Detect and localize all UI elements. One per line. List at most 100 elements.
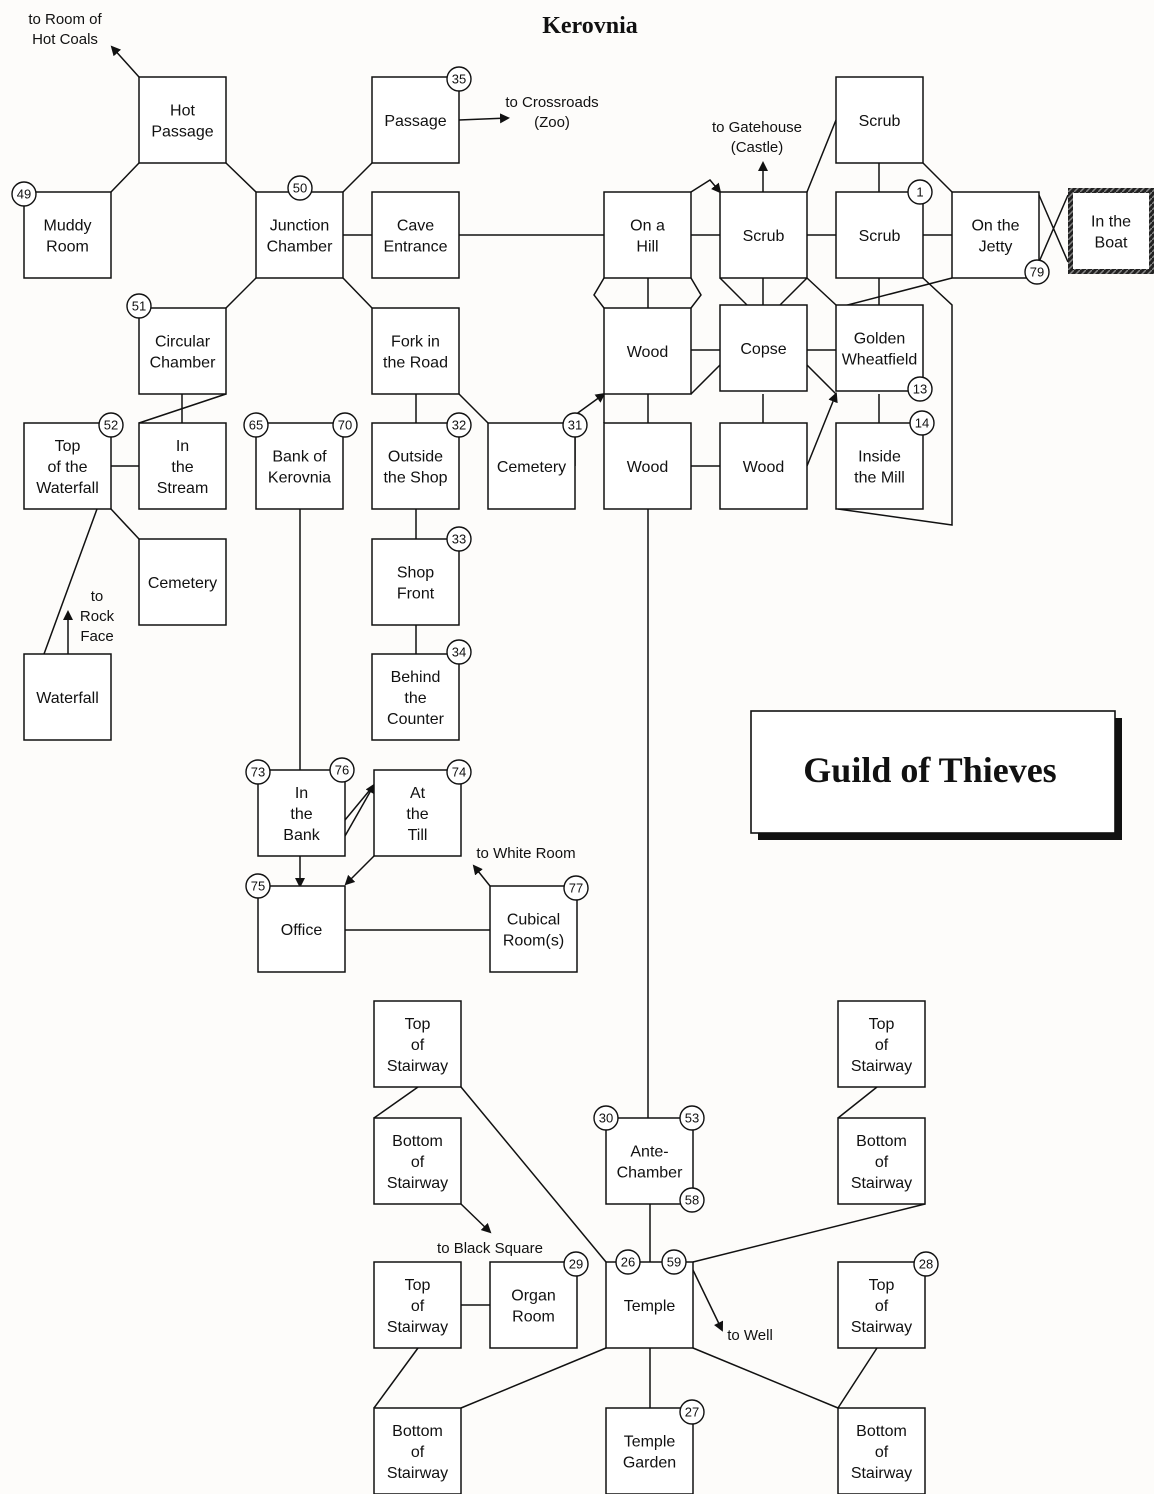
room-label: Front bbox=[397, 586, 435, 603]
room-number-badge: 35 bbox=[446, 66, 472, 92]
room-label: Wood bbox=[627, 459, 669, 476]
room-number-badge: 29 bbox=[563, 1251, 589, 1277]
room-label: Kerovnia bbox=[268, 470, 331, 487]
room-number-badge: 28 bbox=[913, 1251, 939, 1277]
exit-note-text: to Crossroads bbox=[505, 94, 598, 111]
room-label: Bottom bbox=[392, 1423, 443, 1440]
room-number-badge: 34 bbox=[446, 639, 472, 665]
room-label: Top bbox=[55, 438, 81, 455]
svg-text:27: 27 bbox=[685, 1405, 699, 1420]
room-number-badge: 13 bbox=[907, 376, 933, 402]
room-label: Stairway bbox=[851, 1058, 912, 1075]
room-connection bbox=[110, 162, 140, 193]
room-number-badge: 30 bbox=[593, 1105, 619, 1131]
exit-note-text: to bbox=[91, 588, 104, 605]
svg-text:65: 65 bbox=[249, 418, 263, 433]
room-wood-2: Wood bbox=[603, 422, 692, 510]
room-label: Till bbox=[408, 827, 428, 844]
room-label: of bbox=[411, 1444, 425, 1461]
room-number-badge: 49 bbox=[11, 181, 37, 207]
room-label: the Shop bbox=[383, 470, 447, 487]
room-number-badge: 51 bbox=[126, 293, 152, 319]
room-label: Scrub bbox=[859, 228, 901, 245]
map-title: Kerovnia bbox=[542, 13, 638, 39]
room-label: On a bbox=[630, 218, 665, 235]
room-connection bbox=[373, 1347, 419, 1409]
svg-text:32: 32 bbox=[452, 418, 466, 433]
room-number-badge: 1 bbox=[907, 179, 933, 205]
room-number-badge: 65 bbox=[243, 412, 269, 438]
room-wood-3: Wood bbox=[719, 422, 808, 510]
exit-arrow-crossroads bbox=[458, 113, 510, 124]
room-label: Behind bbox=[391, 669, 441, 686]
exit-note-text: (Castle) bbox=[731, 139, 784, 156]
svg-text:75: 75 bbox=[251, 879, 265, 894]
room-number-badge: 75 bbox=[245, 873, 271, 899]
room-label: Garden bbox=[623, 1455, 676, 1472]
room-label: Bank of bbox=[272, 449, 327, 466]
room-connection bbox=[344, 783, 375, 837]
exit-note-black-square: to Black Square bbox=[437, 1240, 543, 1257]
exit-note-text: (Zoo) bbox=[534, 114, 570, 131]
svg-text:34: 34 bbox=[452, 645, 466, 660]
exit-arrow-black-square bbox=[460, 1203, 492, 1234]
room-label: Top bbox=[405, 1016, 431, 1033]
room-connection bbox=[837, 277, 953, 526]
svg-text:31: 31 bbox=[568, 418, 582, 433]
svg-text:49: 49 bbox=[17, 187, 31, 202]
room-label: Stairway bbox=[387, 1319, 448, 1336]
room-number-badge: 26 bbox=[615, 1249, 641, 1275]
room-scrub-2: Scrub bbox=[835, 76, 924, 164]
room-waterfall: Waterfall bbox=[23, 653, 112, 741]
svg-text:35: 35 bbox=[452, 72, 466, 87]
exit-note-text: Rock bbox=[80, 608, 115, 625]
room-label: Bottom bbox=[856, 1423, 907, 1440]
svg-text:73: 73 bbox=[251, 765, 265, 780]
room-label: of the bbox=[47, 459, 87, 476]
svg-text:53: 53 bbox=[685, 1111, 699, 1126]
room-label: Counter bbox=[387, 711, 445, 728]
room-label: Golden bbox=[854, 331, 906, 348]
room-label: of bbox=[875, 1154, 889, 1171]
room-number-badge: 76 bbox=[329, 757, 355, 783]
exit-arrow-well bbox=[692, 1269, 724, 1332]
room-number-badge: 70 bbox=[332, 412, 358, 438]
exit-arrow-white-room bbox=[472, 864, 491, 887]
room-label: the bbox=[290, 806, 312, 823]
room-number-badge: 59 bbox=[661, 1249, 687, 1275]
room-number-badge: 32 bbox=[446, 412, 472, 438]
room-connection bbox=[837, 1347, 878, 1409]
room-label: of bbox=[411, 1298, 425, 1315]
room-label: Scrub bbox=[743, 228, 785, 245]
room-label: Bank bbox=[283, 827, 320, 844]
room-label: Wood bbox=[743, 459, 785, 476]
room-label: Passage bbox=[384, 113, 446, 130]
room-connection bbox=[110, 508, 140, 540]
room-label: Passage bbox=[151, 124, 213, 141]
room-label: Organ bbox=[511, 1288, 555, 1305]
room-label: In bbox=[295, 785, 308, 802]
svg-text:33: 33 bbox=[452, 532, 466, 547]
exit-note-text: Hot Coals bbox=[32, 31, 98, 48]
room-label: Chamber bbox=[617, 1165, 683, 1182]
exit-note-crossroads: to Crossroads (Zoo) bbox=[505, 94, 598, 131]
svg-text:74: 74 bbox=[452, 765, 466, 780]
exit-note-white-room: to White Room bbox=[476, 845, 575, 862]
svg-text:58: 58 bbox=[685, 1193, 699, 1208]
